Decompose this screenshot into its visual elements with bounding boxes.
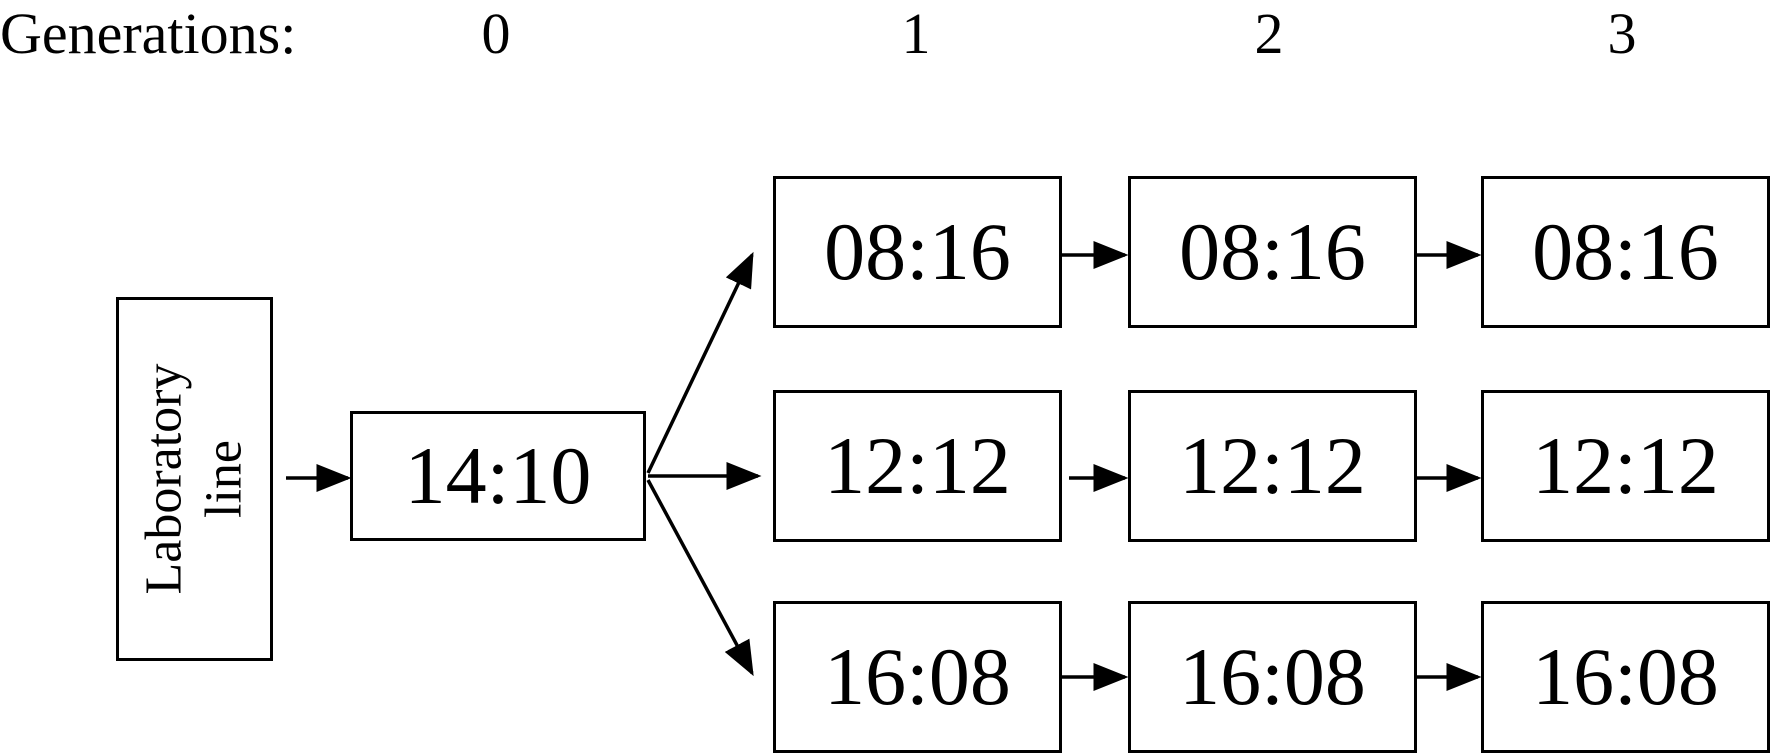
photoperiod-box-row2-gen1: 12:12 — [773, 390, 1062, 542]
photoperiod-box-row1-gen1: 08:16 — [773, 176, 1062, 328]
photoperiod-box-row1-gen2: 08:16 — [1128, 176, 1417, 328]
generation-number-1: 1 — [901, 1, 931, 66]
laboratory-line-box: Laboratory line — [116, 297, 273, 661]
laboratory-line-label: Laboratory line — [135, 363, 255, 594]
arrow-root-to-row3 — [646, 479, 754, 677]
generation-number-3: 3 — [1607, 1, 1637, 66]
generation-number-0: 0 — [481, 1, 511, 66]
photoperiod-box-row1-gen3: 08:16 — [1481, 176, 1770, 328]
arrow-root-to-row1 — [646, 251, 754, 474]
photoperiod-box-row2-gen2: 12:12 — [1128, 390, 1417, 542]
root-photoperiod-box: 14:10 — [350, 411, 646, 541]
photoperiod-box-row3-gen2: 16:08 — [1128, 601, 1417, 753]
photoperiod-box-row3-gen3: 16:08 — [1481, 601, 1770, 753]
photoperiod-box-row3-gen1: 16:08 — [773, 601, 1062, 753]
generations-title: Generations: — [0, 1, 297, 66]
photoperiod-box-row2-gen3: 12:12 — [1481, 390, 1770, 542]
generation-number-2: 2 — [1254, 1, 1284, 66]
laboratory-line-text-2: line — [195, 440, 253, 518]
laboratory-line-text-1: Laboratory — [135, 363, 193, 595]
